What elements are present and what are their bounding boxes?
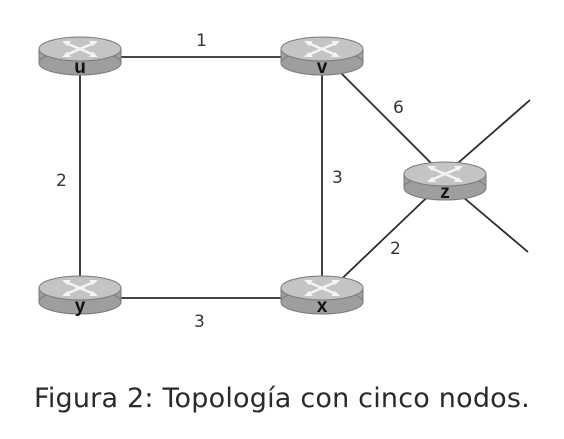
- weight-v-x: 3: [332, 168, 343, 188]
- network-topology-diagram: 1 2 3 6 3 2 u v z y x: [37, 31, 531, 332]
- figure-caption: Figura 2: Topología con cinco nodos.: [34, 383, 530, 414]
- edge-v-z: [329, 61, 441, 173]
- weight-x-z: 2: [390, 239, 401, 259]
- router-z: z: [402, 160, 488, 203]
- edge-z-upper-right: [449, 99, 531, 171]
- node-label-z: z: [440, 182, 450, 203]
- router-y: y: [37, 274, 123, 317]
- weight-v-z: 6: [393, 98, 404, 118]
- router-u: u: [37, 35, 123, 78]
- node-label-y: y: [75, 296, 86, 317]
- node-label-v: v: [317, 57, 328, 78]
- router-x: x: [279, 274, 365, 317]
- weight-u-y: 2: [56, 171, 67, 191]
- node-label-u: u: [74, 57, 86, 78]
- weight-u-v: 1: [196, 31, 207, 51]
- node-label-x: x: [317, 296, 328, 317]
- router-v: v: [279, 35, 365, 78]
- edge-x-z: [329, 184, 441, 291]
- weight-y-x: 3: [194, 312, 205, 332]
